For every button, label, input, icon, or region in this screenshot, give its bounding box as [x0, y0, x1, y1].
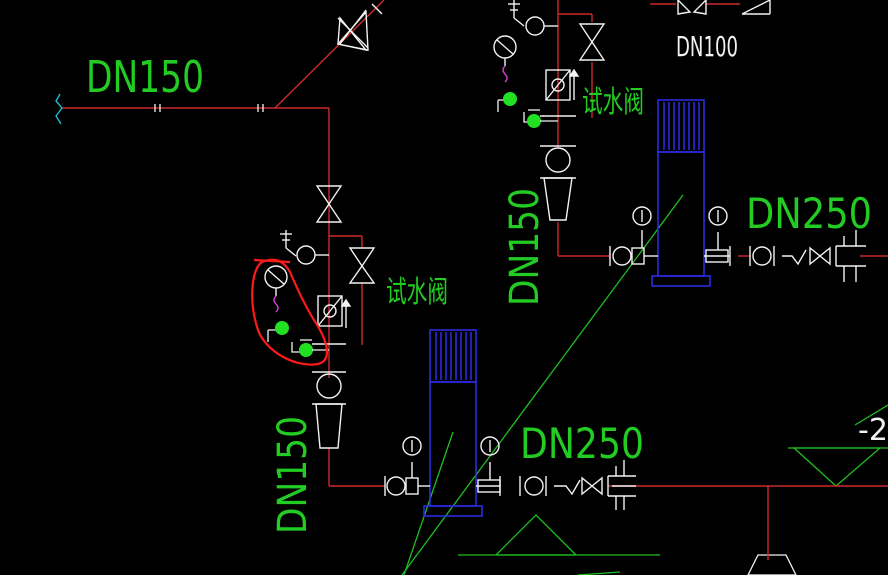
gate-valve-diagonal [336, 3, 383, 52]
flow-switch-left [267, 295, 329, 357]
label-test-valve-upper: 试水阀 [582, 85, 644, 120]
test-valve-upper [578, 23, 606, 61]
pump-lower-fittings [384, 436, 636, 510]
gate-valve-top-right [677, 0, 771, 15]
label-dn100: DN100 [676, 30, 738, 63]
pump-upper [651, 99, 711, 287]
alarm-valve-left [312, 295, 352, 449]
highlight-markup [251, 258, 329, 366]
label-edge-minus: -2 [858, 413, 888, 448]
pipe-network [62, 0, 888, 560]
gate-valve-left-riser [315, 185, 343, 223]
pump-lower [423, 329, 483, 517]
pressure-gauge-upper [493, 0, 558, 66]
pump-upper-fittings [609, 206, 866, 282]
bottom-funnel-structure [458, 447, 888, 575]
highlight-tick [253, 258, 291, 264]
label-dn250-right: DN250 [746, 189, 872, 238]
labels: DN150 DN100 DN250 DN250 试水阀 试水阀 -2 DN150… [86, 30, 888, 534]
test-valve-left [348, 247, 376, 284]
pipe-break-marks [154, 104, 264, 112]
label-dn150-vertical-right: DN150 [502, 188, 548, 306]
pipe-end-break-icon [55, 93, 63, 125]
label-dn250-lower: DN250 [520, 419, 644, 468]
label-dn150-top: DN150 [86, 52, 204, 103]
label-test-valve-left: 试水阀 [386, 275, 448, 310]
flow-switch-upper [497, 65, 558, 128]
label-dn150-vertical-left: DN150 [270, 416, 316, 534]
pressure-gauge-left [264, 230, 329, 296]
alarm-valve-upper [540, 68, 580, 221]
